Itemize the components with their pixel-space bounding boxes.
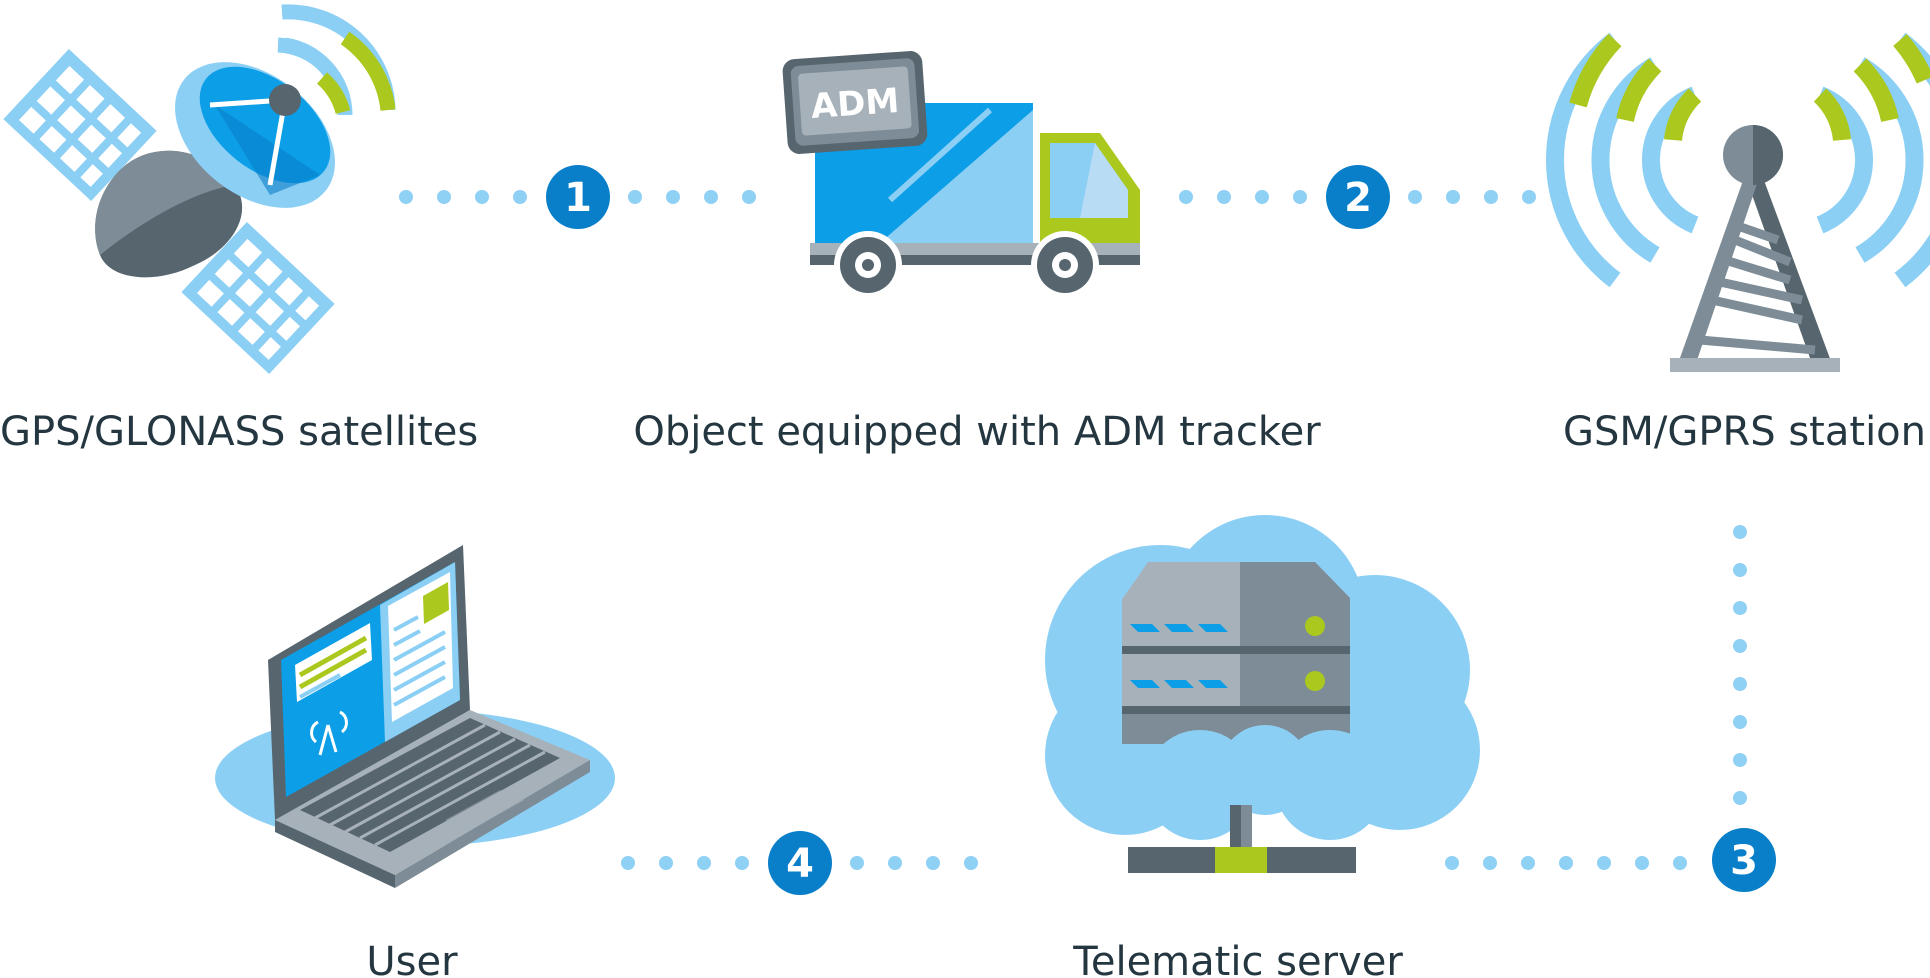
adm-badge: ADM: [810, 81, 901, 127]
satellites-label: GPS/GLONASS satellites: [0, 409, 478, 455]
step-number-3: 3: [1730, 838, 1758, 884]
tracker-label: Object equipped with ADM tracker: [633, 409, 1321, 455]
connector-3: 3: [1445, 525, 1776, 892]
step-badge-2: [1326, 165, 1390, 229]
station-label: GSM/GPRS station: [1563, 409, 1926, 455]
step-number-2: 2: [1344, 175, 1372, 221]
cell-tower-icon: [1546, 32, 1930, 372]
step-badge-4: [768, 831, 832, 895]
connector-1: 1: [399, 165, 756, 229]
connector-2: 2: [1179, 165, 1536, 229]
satellite-icon: [3, 4, 396, 375]
server-label: Telematic server: [1072, 939, 1403, 978]
step-badge-1: [546, 165, 610, 229]
step-number-1: 1: [564, 175, 592, 221]
truck-icon: ADM: [782, 51, 1140, 299]
server-cloud-icon: [1045, 515, 1480, 873]
step-number-4: 4: [786, 841, 814, 887]
user-label: User: [366, 939, 458, 978]
step-badge-3: [1712, 828, 1776, 892]
connector-4: 4: [621, 831, 978, 895]
laptop-icon: [215, 545, 615, 888]
